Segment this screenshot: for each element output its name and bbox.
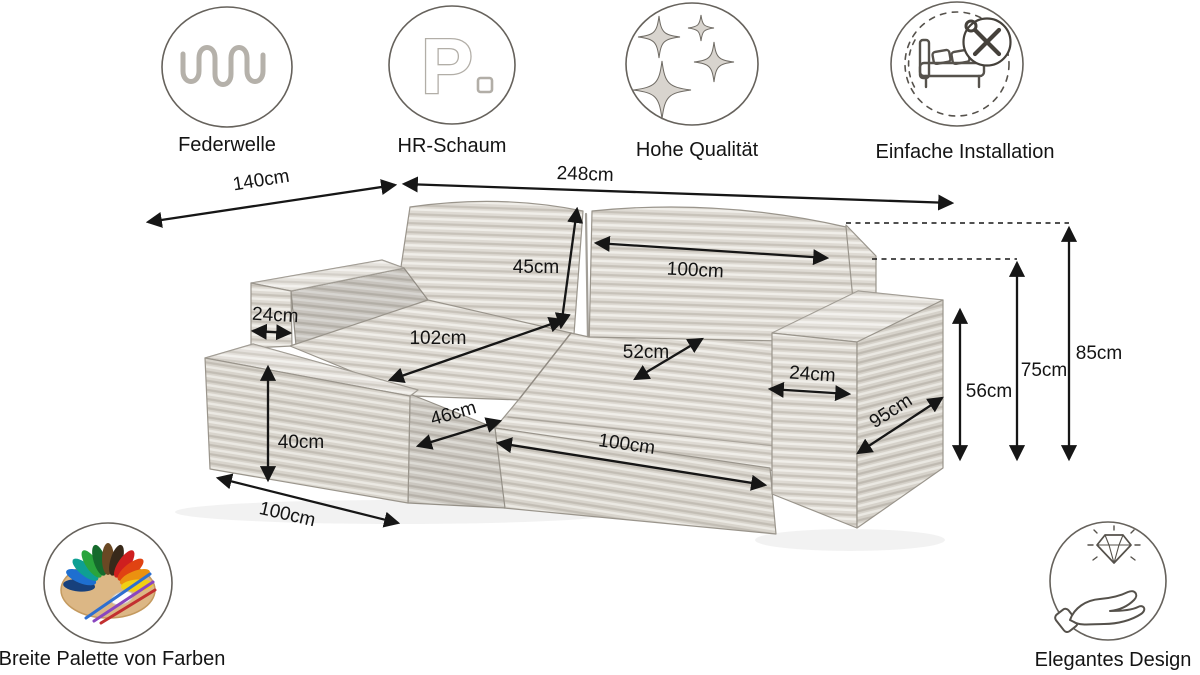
dim-total-height: 85cm <box>1060 225 1122 462</box>
floor-shadow-armrest <box>755 529 945 551</box>
feature-hohe-qualitaet: Hohe Qualität <box>625 2 759 161</box>
spring-wave-icon <box>180 45 266 87</box>
letter-p-dot <box>476 76 494 94</box>
dim-backrest-cushion-height-label: 45cm <box>513 257 559 278</box>
letter-p-icon: P <box>420 21 494 111</box>
dim-right-armrest-width: 24cm <box>767 362 852 402</box>
feature-hr-schaum-label: HR-Schaum <box>398 135 507 157</box>
sofa-left-armrest-inner-shade <box>291 268 428 346</box>
feature-hohe-qualitaet-label: Hohe Qualität <box>636 139 759 161</box>
paint-palette-icon <box>60 543 157 625</box>
feature-hr-schaum: P HR-Schaum <box>388 5 516 157</box>
dim-chaise-height-label: 40cm <box>278 432 324 453</box>
feature-einfache-installation: Einfache Installation <box>875 1 1055 163</box>
sofa-right-armrest-front <box>771 332 858 529</box>
dim-total-width-label: 248cm <box>556 163 614 186</box>
feature-circle <box>388 5 516 125</box>
dim-total-width: 248cm <box>401 163 955 211</box>
feature-breite-palette-label: Breite Palette von Farben <box>0 648 225 670</box>
feature-breite-palette: Breite Palette von Farben <box>0 522 225 670</box>
dim-total-depth: 140cm <box>145 166 398 228</box>
feature-elegantes-design: Elegantes Design <box>1035 521 1192 671</box>
feature-circle <box>625 2 759 126</box>
dim-left-armrest-width: 24cm <box>250 304 300 341</box>
dim-seat-depth: 102cm <box>387 316 566 384</box>
letter-p-glyph: P <box>421 22 473 110</box>
dim-front-seat-depth-label: 52cm <box>623 342 669 363</box>
sparkles-icon <box>633 15 734 119</box>
sofa-right-armrest-top-light <box>772 291 943 342</box>
sofa-chaise-top-light <box>205 344 418 396</box>
sofa-backrest-gap-seam <box>584 212 590 342</box>
hand-diamond-icon <box>1054 525 1146 633</box>
dim-chaise-height: 40cm <box>259 364 324 483</box>
feature-einfache-installation-label: Einfache Installation <box>875 141 1054 163</box>
dim-total-height-label: 85cm <box>1076 343 1122 364</box>
sofa-left-armrest-top-light <box>251 260 404 291</box>
dim-armrest-height: 56cm <box>951 307 1012 462</box>
feature-federwelle-label: Federwelle <box>178 134 276 156</box>
dim-right-armrest-width-label: 24cm <box>788 362 836 386</box>
dim-front-seat-depth: 52cm <box>623 337 704 381</box>
dim-backrest-cushion-height: 45cm <box>513 206 584 330</box>
dim-backrest-cushion-width: 100cm <box>593 235 830 283</box>
feature-elegantes-design-label: Elegantes Design <box>1035 649 1192 671</box>
dim-backrest-cushion-width-label: 100cm <box>666 259 724 283</box>
dim-total-depth-label: 140cm <box>231 166 291 196</box>
dim-armrest-height-label: 56cm <box>966 381 1012 402</box>
feature-circle <box>161 6 293 128</box>
sofa-chaise-front-face <box>204 357 411 504</box>
dim-backrest-height-label: 75cm <box>1021 360 1067 381</box>
dim-backrest-height: 75cm <box>1008 260 1067 462</box>
dim-left-armrest-width-label: 24cm <box>252 304 300 327</box>
feature-federwelle: Federwelle <box>161 6 293 156</box>
dim-seat-depth-label: 102cm <box>409 328 466 349</box>
bed-tools-icon <box>904 11 1012 117</box>
